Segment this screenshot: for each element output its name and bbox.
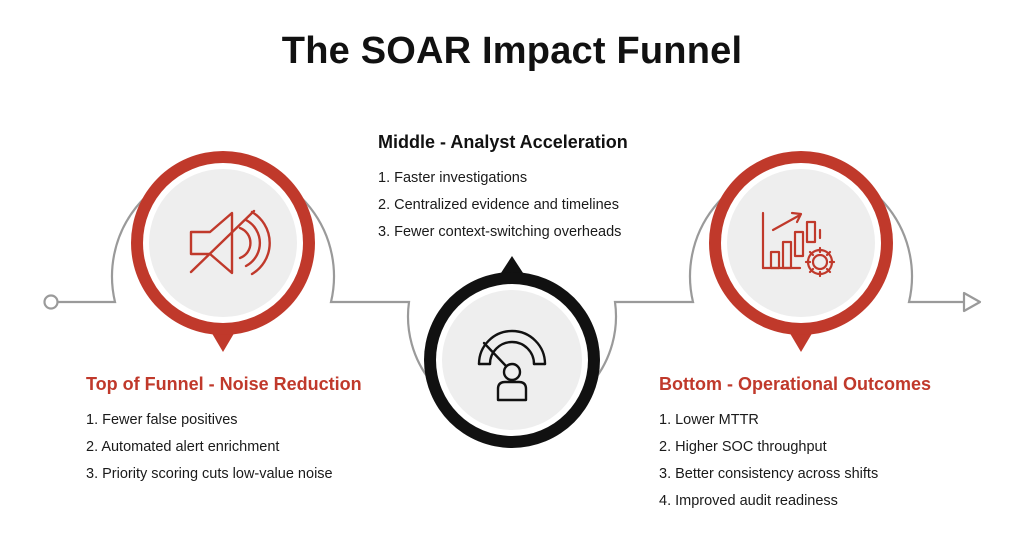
- list-item: 1. Faster investigations: [378, 170, 528, 186]
- list-item: 2. Automated alert enrichment: [86, 439, 280, 455]
- stage-node-top-pointer: [210, 330, 236, 352]
- growth-chart-gear-icon: [761, 211, 836, 278]
- speedometer-icon: [477, 329, 547, 402]
- list-item: 3. Priority scoring cuts low-value noise: [86, 466, 333, 482]
- stage-middle-text: Middle - Analyst Acceleration 1. Faster …: [378, 132, 628, 246]
- stage-top-text: Top of Funnel - Noise Reduction 1. Fewer…: [86, 374, 362, 488]
- stage-node-bottom-pointer: [788, 330, 814, 352]
- stage-middle-list: 1. Faster investigations 2. Centralized …: [378, 165, 628, 246]
- stage-node-middle-pointer: [499, 256, 525, 276]
- stage-bottom-list: 1. Lower MTTR 2. Higher SOC throughput 3…: [659, 407, 931, 515]
- stage-bottom-heading: Bottom - Operational Outcomes: [659, 374, 932, 394]
- stage-node-top: [131, 151, 315, 352]
- stage-bottom-text: Bottom - Operational Outcomes 1. Lower M…: [659, 374, 931, 515]
- list-item: 4. Improved audit readiness: [659, 493, 838, 509]
- list-item: 2. Higher SOC throughput: [659, 439, 827, 455]
- stage-node-middle: [424, 256, 600, 448]
- flow-start-node: [43, 294, 59, 310]
- flow-end-arrow-icon: [962, 291, 982, 313]
- list-item: 2. Centralized evidence and timelines: [378, 197, 619, 213]
- list-item: 3. Fewer context-switching overheads: [378, 224, 622, 240]
- muted-speaker-icon: [189, 209, 271, 276]
- page-title: The SOAR Impact Funnel: [281, 30, 743, 72]
- stage-middle-heading: Middle - Analyst Acceleration: [378, 132, 628, 152]
- stage-node-bottom: [709, 151, 893, 352]
- list-item: 1. Fewer false positives: [86, 412, 238, 428]
- stage-top-list: 1. Fewer false positives 2. Automated al…: [86, 407, 362, 488]
- stage-top-heading: Top of Funnel - Noise Reduction: [86, 374, 362, 394]
- list-item: 1. Lower MTTR: [659, 412, 759, 428]
- list-item: 3. Better consistency across shifts: [659, 466, 879, 482]
